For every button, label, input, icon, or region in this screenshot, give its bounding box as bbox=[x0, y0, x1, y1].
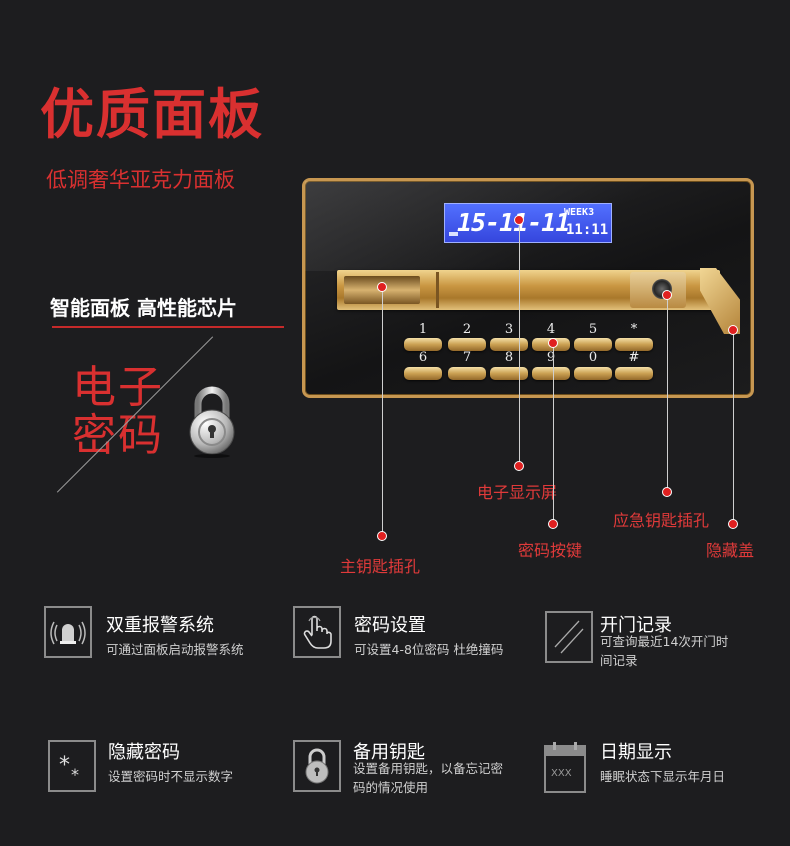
callout-line-hidden-cover bbox=[733, 333, 734, 523]
svg-text:*: * bbox=[59, 753, 70, 778]
callout-dot-display-end bbox=[514, 461, 524, 471]
touch-icon bbox=[293, 606, 341, 658]
key-label: 7 bbox=[462, 350, 472, 365]
callout-line-display bbox=[519, 223, 520, 466]
feature-title: 开门记录 bbox=[600, 615, 672, 636]
feature-title: 隐藏密码 bbox=[108, 742, 180, 763]
keypad-key-2[interactable] bbox=[448, 338, 486, 351]
key-label: * bbox=[630, 322, 638, 337]
key-label: 2 bbox=[462, 322, 472, 337]
padlock-icon bbox=[293, 740, 341, 792]
feature-title: 备用钥匙 bbox=[353, 742, 425, 763]
callout-display: 电子显示屏 bbox=[477, 483, 558, 502]
padlock-icon bbox=[189, 386, 235, 458]
feature-desc: 睡眠状态下显示年月日 bbox=[600, 769, 726, 784]
key-label: 5 bbox=[588, 322, 598, 337]
callout-dot-hidden-cover-end bbox=[728, 519, 738, 529]
key-label: 0 bbox=[588, 350, 598, 365]
feature-desc: 设置密码时不显示数字 bbox=[108, 769, 234, 784]
feature-desc: 可查询最近14次开门时间记录 bbox=[600, 634, 729, 668]
callout-dot-main-keyhole-end bbox=[377, 531, 387, 541]
callout-dot-emergency bbox=[662, 290, 672, 300]
electronic-word-line1: 电子 bbox=[72, 362, 164, 413]
callout-main-keyhole: 主钥匙插孔 bbox=[340, 557, 421, 576]
electronic-password-word: 电子 密码 bbox=[72, 364, 164, 460]
svg-text:*: * bbox=[71, 765, 79, 784]
lcd-time: 11:11 bbox=[566, 222, 609, 238]
page-subtitle: 低调奢华亚克力面板 bbox=[46, 168, 235, 192]
key-label: 6 bbox=[418, 350, 428, 365]
feature-desc: 可通过面板启动报警系统 bbox=[106, 642, 244, 657]
key-label: 9 bbox=[546, 350, 556, 365]
key-label: 8 bbox=[504, 350, 514, 365]
keypad-key-0[interactable] bbox=[574, 367, 612, 380]
alarm-icon bbox=[44, 606, 92, 658]
feature-desc: 可设置4-8位密码 杜绝撞码 bbox=[354, 642, 504, 657]
keypad-key-8[interactable] bbox=[490, 367, 528, 380]
svg-text:XXX: XXX bbox=[551, 768, 572, 779]
feature-title: 日期显示 bbox=[600, 742, 672, 763]
feature-desc: 设置备用钥匙，以备忘记密码的情况使用 bbox=[353, 761, 504, 795]
page-title: 优质面板 bbox=[40, 83, 264, 146]
keypad-key-star[interactable] bbox=[615, 338, 653, 351]
callout-keypad: 密码按键 bbox=[518, 541, 583, 560]
callout-dot-keypad bbox=[548, 338, 558, 348]
callout-emergency-keyhole: 应急钥匙插孔 bbox=[613, 511, 710, 530]
keypad-key-6[interactable] bbox=[404, 367, 442, 380]
key-label: 3 bbox=[504, 322, 514, 337]
callout-hidden-cover: 隐藏盖 bbox=[706, 541, 755, 560]
lcd-display: 15-11-11 WEEK3 11:11 bbox=[444, 203, 612, 243]
lcd-battery-indicator bbox=[449, 232, 458, 236]
feature-title: 双重报警系统 bbox=[106, 615, 214, 636]
feature-title: 密码设置 bbox=[354, 615, 426, 636]
callout-line-emergency bbox=[667, 298, 668, 490]
callout-line-main-keyhole bbox=[382, 290, 383, 536]
key-label: 1 bbox=[418, 322, 428, 337]
keypad-key-3[interactable] bbox=[490, 338, 528, 351]
callout-line-keypad bbox=[553, 346, 554, 523]
lcd-date: 15-11-11 bbox=[457, 208, 570, 237]
key-label: # bbox=[628, 350, 640, 365]
callout-dot-hidden-cover bbox=[728, 325, 738, 335]
callout-dot-emergency-end bbox=[662, 487, 672, 497]
keypad-key-9[interactable] bbox=[532, 367, 570, 380]
callout-dot-display bbox=[514, 215, 524, 225]
callout-dot-keypad-end bbox=[548, 519, 558, 529]
electronic-word-line2: 密码 bbox=[72, 410, 164, 461]
key-label: 4 bbox=[546, 322, 556, 337]
tagline: 智能面板 高性能芯片 bbox=[50, 296, 237, 320]
record-icon bbox=[545, 611, 593, 663]
keypad-key-hash[interactable] bbox=[615, 367, 653, 380]
lcd-week: WEEK3 bbox=[564, 207, 595, 218]
tagline-underline bbox=[52, 326, 284, 328]
hidden-password-icon: * * bbox=[48, 740, 96, 792]
calendar-icon: XXX bbox=[543, 740, 587, 794]
keypad-key-5[interactable] bbox=[574, 338, 612, 351]
keypad-key-1[interactable] bbox=[404, 338, 442, 351]
callout-dot-main-keyhole bbox=[377, 282, 387, 292]
keypad-key-7[interactable] bbox=[448, 367, 486, 380]
handle-separator bbox=[436, 272, 439, 308]
